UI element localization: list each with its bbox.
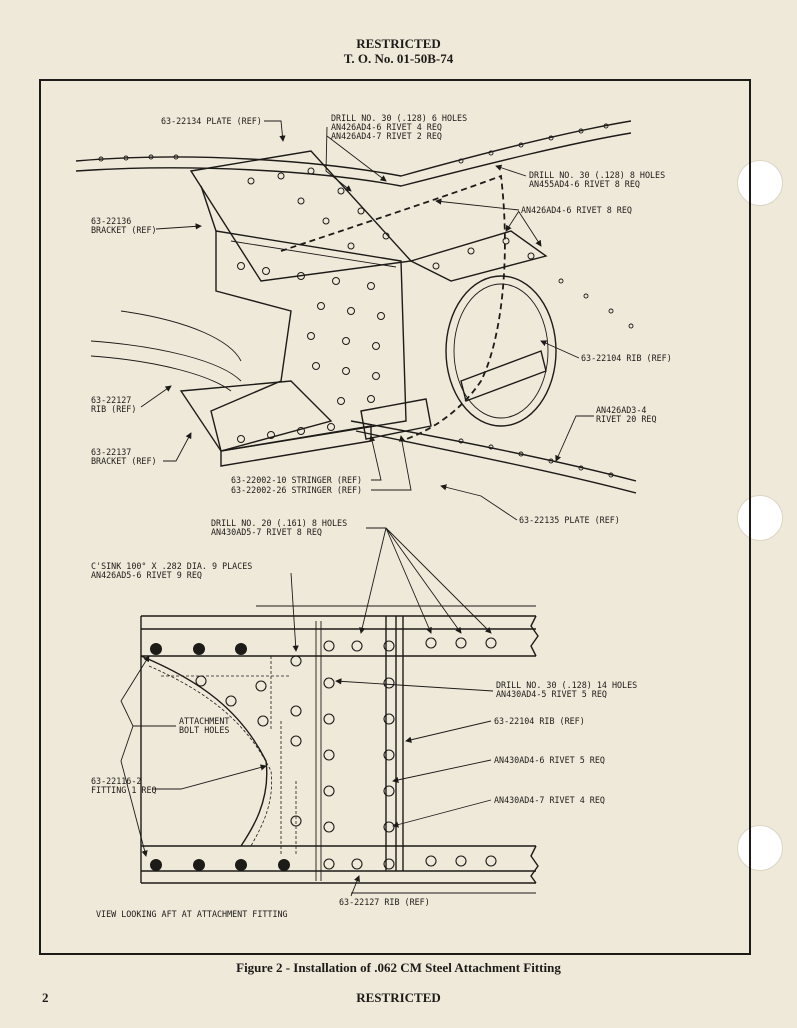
- callout-rib-22127-number: 63-22127: [91, 395, 131, 405]
- callout-rib-22104-lower: 63-22104 RIB (REF): [494, 716, 585, 726]
- callout-rib-22127-lower: 63-22127 RIB (REF): [339, 897, 430, 907]
- callout-an430ad4-6: AN430AD4-6 RIVET 5 REQ: [494, 755, 605, 765]
- callout-drill20-8holes: DRILL NO. 20 (.161) 8 HOLES: [211, 518, 347, 528]
- page-number: 2: [42, 990, 49, 1005]
- callout-csink-9places: C'SINK 100° X .282 DIA. 9 PLACES: [91, 561, 252, 571]
- callout-an426ad3-4: AN426AD3-4: [596, 405, 646, 415]
- callout-an455ad4-6: AN455AD4-6 RIVET 8 REQ: [529, 179, 640, 189]
- binder-hole: [737, 825, 783, 871]
- page-footer: RESTRICTED: [356, 990, 441, 1005]
- callout-fitting-22116-2: 63-22116-2: [91, 776, 141, 786]
- callout-an426ad4-6-8req: AN426AD4-6 RIVET 8 REQ: [521, 205, 632, 215]
- callout-bracket-22136-label: BRACKET (REF): [91, 225, 157, 235]
- callout-plate-22135: 63-22135 PLATE (REF): [519, 515, 620, 525]
- callout-bracket-22137-number: 63-22137: [91, 447, 131, 457]
- callout-fitting-1req: FITTING 1 REQ: [91, 785, 157, 795]
- callout-drill30-6holes: DRILL NO. 30 (.128) 6 HOLES: [331, 113, 467, 123]
- binder-hole: [737, 160, 783, 206]
- callout-plate-22134: 63-22134 PLATE (REF): [161, 116, 262, 126]
- callout-stringer-26: 63-22002-26 STRINGER (REF): [231, 485, 362, 495]
- callout-rivet-20req: RIVET 20 REQ: [596, 414, 657, 424]
- callout-bracket-22136-number: 63-22136: [91, 216, 131, 226]
- callout-drill30-8holes: DRILL NO. 30 (.128) 8 HOLES: [529, 170, 665, 180]
- upper-isometric-view: 63-22134 PLATE (REF) DRILL NO. 30 (.128)…: [75, 113, 672, 525]
- callout-bolt-holes: BOLT HOLES: [179, 725, 229, 735]
- figure-drawing: 63-22134 PLATE (REF) DRILL NO. 30 (.128)…: [75, 113, 672, 919]
- callout-rib-22127-label: RIB (REF): [91, 404, 136, 414]
- callout-an430ad4-7: AN430AD4-7 RIVET 4 REQ: [494, 795, 605, 805]
- binder-hole: [737, 495, 783, 541]
- callout-rib-22104: 63-22104 RIB (REF): [581, 353, 672, 363]
- figure-caption: Figure 2 - Installation of .062 CM Steel…: [236, 960, 561, 975]
- callout-attachment-bolt: ATTACHMENT: [179, 716, 229, 726]
- callout-an430ad4-5: AN430AD4-5 RIVET 5 REQ: [496, 689, 607, 699]
- figure-frame: [39, 79, 751, 955]
- callout-an426ad4-6-4req: AN426AD4-6 RIVET 4 REQ: [331, 122, 442, 132]
- callout-an426ad5-6: AN426AD5-6 RIVET 9 REQ: [91, 570, 202, 580]
- security-marking: RESTRICTED: [356, 36, 441, 51]
- callout-an426ad4-7-2req: AN426AD4-7 RIVET 2 REQ: [331, 131, 442, 141]
- view-note: VIEW LOOKING AFT AT ATTACHMENT FITTING: [96, 909, 288, 919]
- callout-an430ad5-7: AN430AD5-7 RIVET 8 REQ: [211, 527, 322, 537]
- technical-order-number: T. O. No. 01-50B-74: [343, 51, 454, 66]
- lower-aft-view: DRILL NO. 20 (.161) 8 HOLES AN430AD5-7 R…: [91, 518, 637, 919]
- page-header: RESTRICTED T. O. No. 01-50B-74: [0, 36, 797, 66]
- callout-drill30-14holes: DRILL NO. 30 (.128) 14 HOLES: [496, 680, 637, 690]
- callout-stringer-10: 63-22002-10 STRINGER (REF): [231, 475, 362, 485]
- callout-bracket-22137-label: BRACKET (REF): [91, 456, 157, 466]
